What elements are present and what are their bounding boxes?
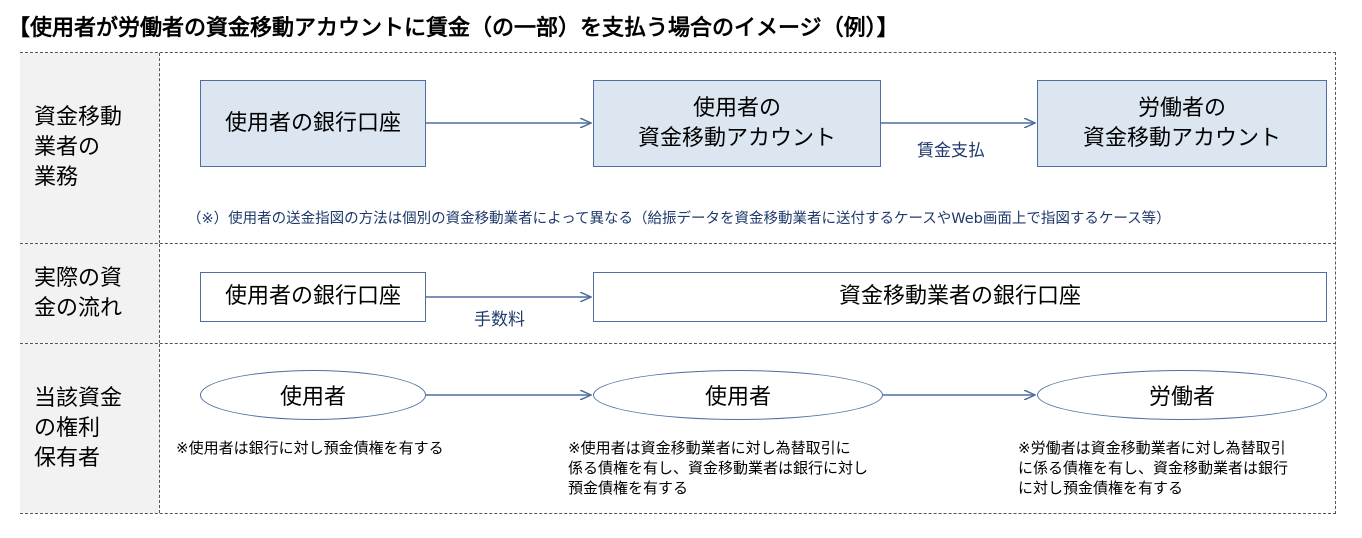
row3-label: 当該資金 の権利 保有者 — [34, 386, 123, 471]
row2-label-cell — [20, 244, 160, 343]
worker-fund-transfer-account-box: 労働者の 資金移動アカウント — [1037, 80, 1327, 167]
employer-ellipse-1: 使用者 — [200, 370, 426, 420]
worker-ellipse: 労働者 — [1037, 370, 1327, 420]
wage-payment-label: 賃金支払 — [917, 141, 985, 161]
row1-note: （※）使用者の送金指図の方法は個別の資金移動業者によって異なる（給振データを資金… — [187, 211, 1171, 227]
employer-ellipse-2: 使用者 — [593, 370, 883, 420]
row-separator-2 — [20, 343, 1336, 344]
row3-note-3: ※労働者は資金移動業者に対し為替取引 に係る債権を有し、資金移動業者は銀行 に対… — [1018, 439, 1289, 497]
row1-label: 資金移動 業者の 業務 — [34, 105, 123, 190]
employer-bank-account-box: 使用者の銀行口座 — [200, 80, 426, 167]
row2-label: 実際の資 金の流れ — [34, 266, 123, 321]
row3-label-cell — [20, 344, 160, 513]
employer-fund-transfer-account-box: 使用者の 資金移動アカウント — [593, 80, 881, 167]
page-title: 【使用者が労働者の資金移動アカウントに賃金（の一部）を支払う場合のイメージ（例）… — [8, 16, 899, 41]
row3-note-2: ※使用者は資金移動業者に対し為替取引に 係る債権を有し、資金移動業者は銀行に対し… — [568, 439, 869, 497]
fee-label: 手数料 — [474, 310, 525, 330]
employer-bank-account-flow-box: 使用者の銀行口座 — [200, 272, 426, 322]
row1-label-cell — [20, 53, 160, 243]
fund-transfer-operator-bank-account-box: 資金移動業者の銀行口座 — [593, 272, 1327, 322]
row3-note-1: ※使用者は銀行に対し預金債権を有する — [176, 439, 444, 457]
row-separator-1 — [20, 243, 1336, 244]
